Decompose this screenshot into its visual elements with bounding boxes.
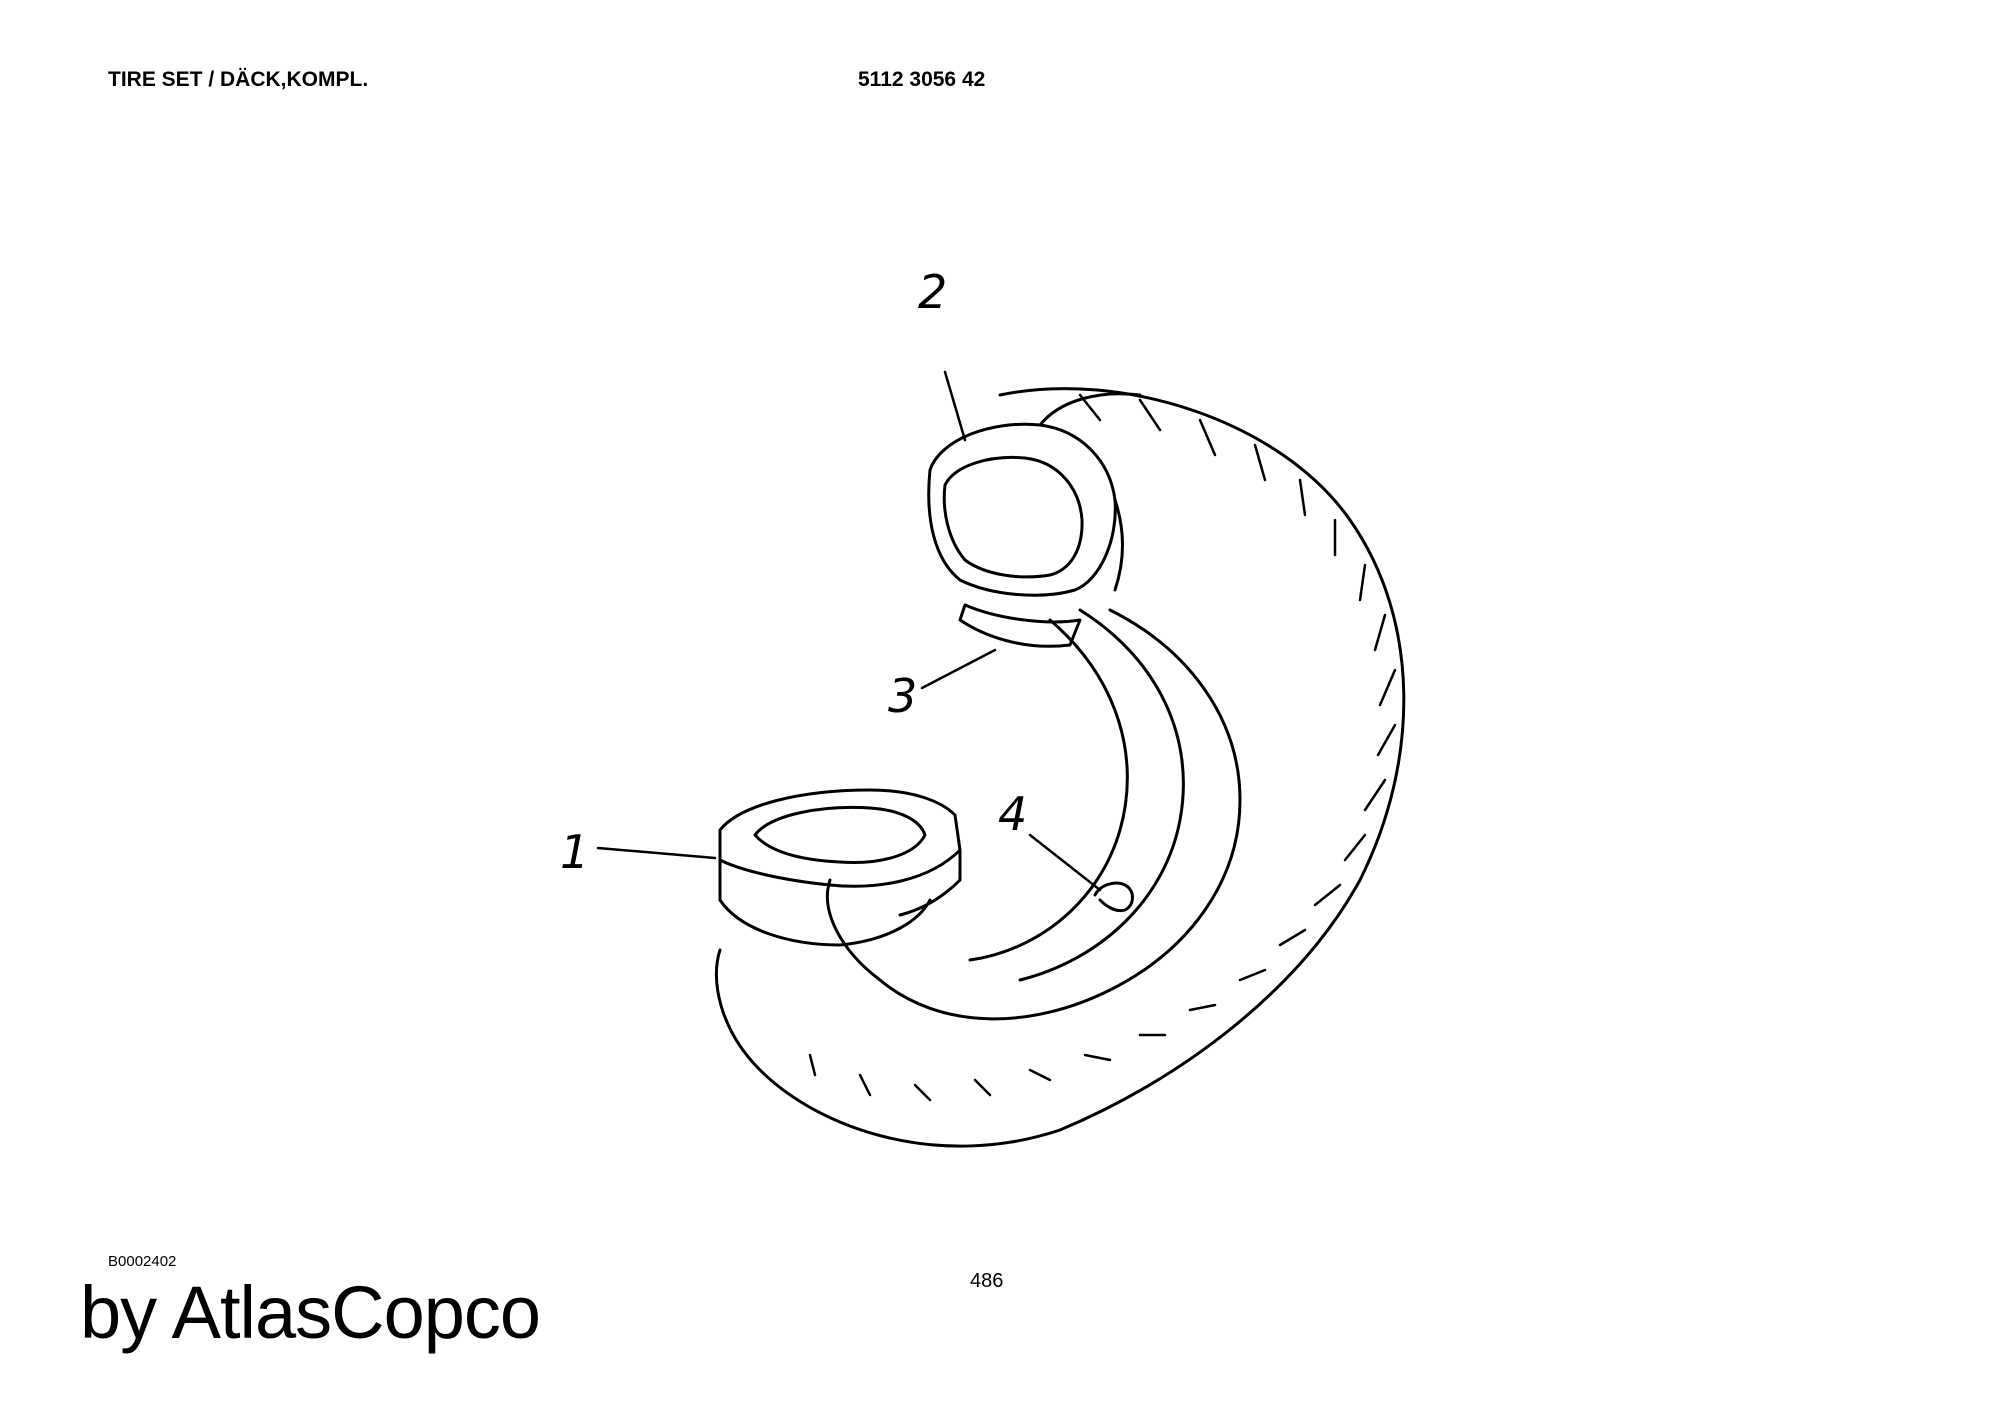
tube-section-inner bbox=[942, 455, 1084, 579]
valve-stem bbox=[1093, 881, 1134, 913]
callout-1: 1 bbox=[560, 825, 589, 879]
leader-line-2 bbox=[943, 370, 967, 442]
part-number: 5112 3056 42 bbox=[858, 68, 986, 91]
tread-marks bbox=[808, 393, 1397, 1102]
tire-rim-line-2 bbox=[968, 618, 1129, 962]
leader-line-1 bbox=[596, 846, 717, 860]
tire-inner-outline bbox=[825, 608, 1242, 1021]
tire-rim-line bbox=[1018, 608, 1185, 982]
callout-2: 2 bbox=[918, 265, 947, 319]
callout-3: 3 bbox=[888, 669, 917, 723]
drawing-reference: B0002402 bbox=[108, 1253, 177, 1270]
leader-line-3 bbox=[920, 648, 997, 690]
tube-section-outer bbox=[927, 422, 1117, 597]
callout-4: 4 bbox=[998, 787, 1027, 841]
tire-outer-outline bbox=[714, 387, 1406, 1148]
leader-line-4 bbox=[1028, 833, 1102, 892]
tire-section-inner bbox=[753, 806, 927, 865]
page-title: TIRE SET / DÄCK,KOMPL. bbox=[108, 68, 369, 91]
brand-watermark: by AtlasCopco bbox=[80, 1271, 541, 1354]
flap-section bbox=[958, 603, 1082, 648]
page-number: 486 bbox=[970, 1270, 1004, 1292]
tire-section-side bbox=[718, 858, 932, 947]
